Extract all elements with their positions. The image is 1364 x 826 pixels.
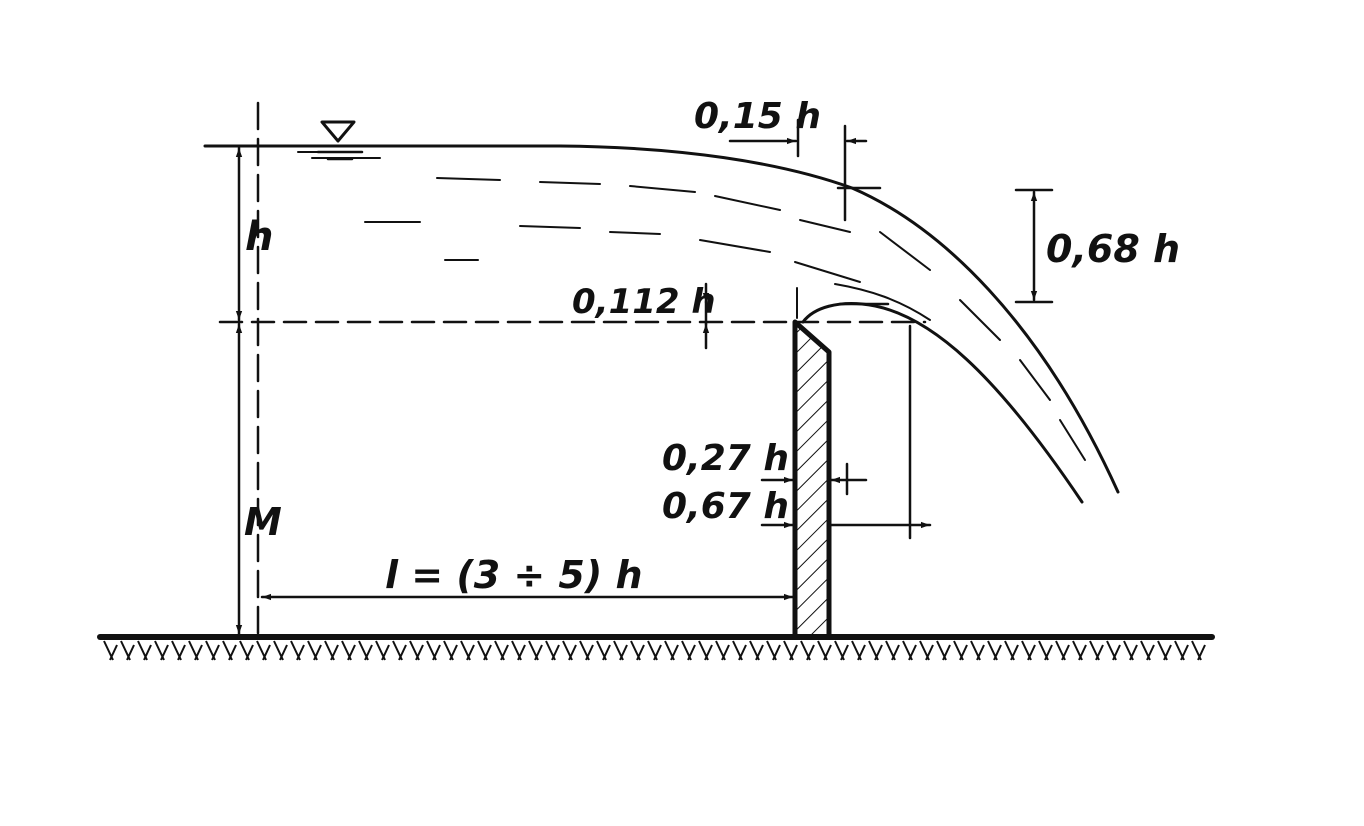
ground-hatch-line [1044, 644, 1053, 661]
ground-hatch-line [415, 644, 424, 661]
ground-hatch-line [636, 644, 645, 661]
ground-hatch-line [296, 644, 305, 661]
dim-0-27h [760, 462, 868, 496]
ground-hatch-line [925, 644, 934, 661]
ground-hatch-line [1095, 644, 1104, 661]
ground-hatch-line [1078, 644, 1087, 661]
ground-hatch-line [704, 644, 713, 661]
ground-hatch-line [364, 644, 373, 661]
ground-hatch-line [976, 644, 985, 661]
label-l: l = (3 ÷ 5) h [385, 553, 643, 597]
ground-hatch-line [840, 644, 849, 661]
ground-hatch-line [449, 644, 458, 661]
ground-hatch-line [789, 644, 798, 661]
ground-hatch-line [738, 644, 747, 661]
dim-0-68h [1014, 188, 1054, 304]
ground-hatch-line [160, 644, 169, 661]
ground-hatch-line [551, 644, 560, 661]
ground-hatch-line [466, 644, 475, 661]
ground-hatch-line [1061, 644, 1070, 661]
ground-hatch-line [806, 644, 815, 661]
weir-plate [792, 287, 832, 640]
ground-hatch-line [1146, 644, 1155, 661]
ground-hatch-line [177, 644, 186, 661]
ground-hatch-line [194, 644, 203, 661]
ground-hatch-line [126, 644, 135, 661]
ground-hatch-line [483, 644, 492, 661]
ground-hatch-line [959, 644, 968, 661]
dim-0-112h [702, 282, 890, 350]
ground-hatch-line [500, 644, 509, 661]
water-level-icon [316, 120, 364, 161]
ground-hatch-line [721, 644, 730, 661]
ground-hatch-line [891, 644, 900, 661]
ground-hatch-line [1197, 644, 1206, 661]
ground-hatch-line [823, 644, 832, 661]
ground-hatch-line [330, 644, 339, 661]
ground-hatch-line [755, 644, 764, 661]
dim-0-15h [728, 118, 882, 222]
ground-hatch-line [687, 644, 696, 661]
label-0-68h: 0,68 h [1046, 227, 1180, 271]
ground-hatch-line [874, 644, 883, 661]
ground-hatch-line [347, 644, 356, 661]
ground-hatch-line [772, 644, 781, 661]
ground-hatch-line [245, 644, 254, 661]
ground-hatch-line [534, 644, 543, 661]
ground-hatch-line [1027, 644, 1036, 661]
label-0-67h: 0,67 h [662, 486, 789, 527]
ground-hatching [103, 640, 1206, 661]
ground-hatch-line [1010, 644, 1019, 661]
dim-0-67h [760, 324, 932, 540]
ground-hatch-line [1112, 644, 1121, 661]
ground-hatch-line [228, 644, 237, 661]
ground-hatch-line [279, 644, 288, 661]
ground-hatch-line [313, 644, 322, 661]
ground-hatch-line [670, 644, 679, 661]
ground-hatch-line [1163, 644, 1172, 661]
ground-hatch-line [653, 644, 662, 661]
ground-hatch-line [602, 644, 611, 661]
lower-nappe-surface [801, 302, 1084, 504]
ground-hatch-line [568, 644, 577, 661]
ground-hatch-line [857, 644, 866, 661]
label-0-112h: 0,112 h [572, 282, 716, 322]
ground-hatch-line [1180, 644, 1189, 661]
ground-hatch-line [619, 644, 628, 661]
ground-hatch-line [398, 644, 407, 661]
ground-hatch-line [585, 644, 594, 661]
ground-hatch-line [1129, 644, 1138, 661]
ground-hatch-line [993, 644, 1002, 661]
ground-hatch-line [381, 644, 390, 661]
ground-hatch-line [517, 644, 526, 661]
ground-hatch-line [908, 644, 917, 661]
ground-hatch-line [143, 644, 152, 661]
label-0-27h: 0,27 h [662, 438, 789, 479]
ground-hatch-line [211, 644, 220, 661]
ground-hatch-line [109, 644, 118, 661]
ground-hatch-line [432, 644, 441, 661]
ground-hatch-line [262, 644, 271, 661]
label-0-15h: 0,15 h [694, 96, 821, 137]
ground [97, 634, 1215, 661]
water-stream-lines [297, 151, 1086, 461]
label-M: M [244, 500, 282, 544]
ground-hatch-line [942, 644, 951, 661]
label-h: h [245, 214, 273, 260]
